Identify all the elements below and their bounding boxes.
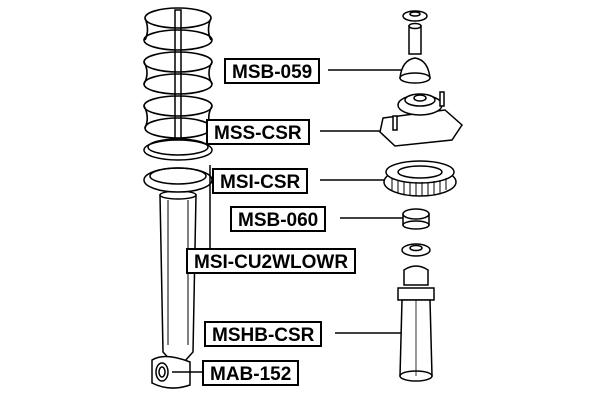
coil-spring (143, 7, 213, 139)
dust-washer (401, 243, 431, 257)
label-mshb-csr[interactable]: MSHB-CSR (204, 321, 323, 347)
label-mss-csr[interactable]: MSS-CSR (206, 119, 310, 145)
lower-bush (402, 208, 430, 230)
shock-absorber-body (159, 9, 197, 363)
upper-bush (399, 57, 431, 84)
label-mab-152[interactable]: MAB-152 (202, 360, 300, 386)
lower-spring-seat (143, 138, 213, 193)
label-msb-060[interactable]: MSB-060 (230, 206, 327, 232)
leader-lines (172, 69, 410, 373)
top-washer (402, 10, 428, 22)
strut-top-mount (379, 91, 463, 147)
dust-boot (397, 265, 435, 382)
bottom-mount-bush (151, 355, 191, 389)
spacer-sleeve (408, 22, 422, 55)
label-msi-cu2wlowr[interactable]: MSI-CU2WLOWR (186, 248, 357, 274)
strut-bearing (383, 160, 457, 197)
label-msi-csr[interactable]: MSI-CSR (212, 168, 309, 194)
label-msb-059[interactable]: MSB-059 (224, 58, 321, 84)
